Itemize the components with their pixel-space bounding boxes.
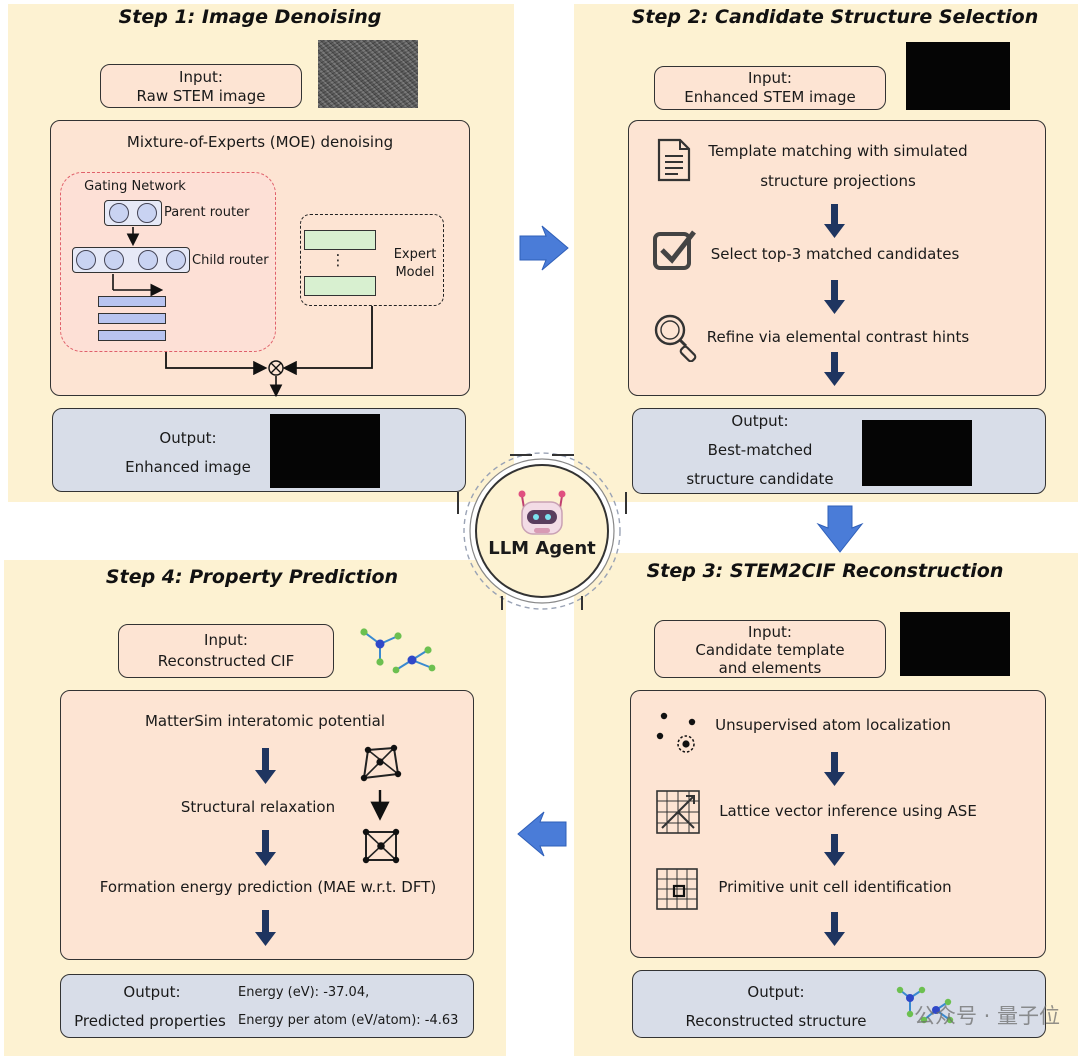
step4-item1: MatterSim interatomic potential <box>144 712 386 730</box>
atom-points-icon <box>656 712 696 753</box>
cif-molecule-icon <box>360 628 436 674</box>
step3-item3: Primitive unit cell identification <box>718 878 952 896</box>
gating-network-label: Gating Network <box>84 179 186 194</box>
raw-stem-image <box>318 40 418 108</box>
enhanced-stem-image <box>906 42 1010 110</box>
candidate-template-image <box>900 612 1010 676</box>
step4-input-box: Input: Reconstructed CIF <box>118 624 334 678</box>
router-node <box>109 203 129 223</box>
expert-model-box <box>300 214 444 306</box>
step4-energy: Energy (eV): -37.04, <box>238 985 370 1000</box>
router-node <box>166 250 186 270</box>
molecule-icon <box>896 986 954 1024</box>
step1-input-value: Raw STEM image <box>136 87 266 105</box>
step4-input-value: Reconstructed CIF <box>157 652 295 670</box>
robot-icon <box>518 490 566 535</box>
step2-item3: Refine via elemental contrast hints <box>706 328 970 346</box>
step3-input-line2: and elements <box>718 659 822 677</box>
expert-block <box>304 230 376 250</box>
step2-process-box <box>628 120 1046 396</box>
step3-output-label: Output: <box>747 983 805 1001</box>
step3-input-label: Input: <box>748 623 792 641</box>
step3-input-box: Input: Candidate template and elements <box>654 620 886 678</box>
router-node <box>104 250 124 270</box>
step3-title: Step 3: STEM2CIF Reconstruction <box>646 560 1004 582</box>
step3-item2: Lattice vector inference using ASE <box>719 802 977 820</box>
step2-output-box <box>632 408 1046 494</box>
step2-title: Step 2: Candidate Structure Selection <box>631 6 1039 28</box>
step2-item2: Select top-3 matched candidates <box>710 245 960 263</box>
step3-item1: Unsupervised atom localization <box>715 716 951 734</box>
document-icon <box>657 138 691 182</box>
step4-item3: Formation energy prediction (MAE w.r.t. … <box>99 878 437 896</box>
flow-arrow-right <box>519 225 569 271</box>
gating-output-bar <box>98 313 166 324</box>
step1-output-box <box>52 408 466 492</box>
best-candidate-image <box>862 420 972 486</box>
watermark: 公众号 · 量子位 <box>913 1004 1060 1028</box>
gating-to-combine-line <box>165 352 268 376</box>
expert-to-combine-line <box>282 306 373 376</box>
step3-output-value: Reconstructed structure <box>685 1012 867 1030</box>
relaxed-structure-icon <box>362 828 400 864</box>
step2-output-label: Output: <box>731 412 789 430</box>
step4-output-label: Output: <box>123 983 181 1001</box>
router-node <box>76 250 96 270</box>
step2-output-line1: Best-matched <box>707 441 813 459</box>
step3-output-box <box>632 970 1046 1038</box>
step2-input-value: Enhanced STEM image <box>684 88 856 106</box>
expert-model-label: Expert Model <box>393 247 437 280</box>
step4-item2: Structural relaxation <box>180 798 336 816</box>
step2-output-line2: structure candidate <box>686 470 834 488</box>
step1-output-value: Enhanced image <box>125 458 251 476</box>
router-node <box>137 203 157 223</box>
step4-input-label: Input: <box>204 631 248 649</box>
checkbox-icon <box>653 230 696 270</box>
router-node <box>138 250 158 270</box>
child-router-label: Child router <box>192 253 269 268</box>
step2-input-label: Input: <box>748 69 792 87</box>
gating-output-bar <box>98 296 166 307</box>
step1-title: Step 1: Image Denoising <box>118 6 382 28</box>
step3-input-line1: Candidate template <box>695 641 845 659</box>
expert-block <box>304 276 376 296</box>
moe-title: Mixture-of-Experts (MOE) denoising <box>126 133 394 151</box>
step4-output-value: Predicted properties <box>74 1012 226 1030</box>
step4-energy-per-atom: Energy per atom (eV/atom): -4.63 <box>238 1013 459 1028</box>
step2-item1: Template matching with simulated structu… <box>708 142 968 190</box>
step1-input-label: Input: <box>179 68 223 86</box>
magnifier-icon <box>654 314 697 362</box>
step4-title: Step 4: Property Prediction <box>105 566 399 588</box>
flow-arrow-down <box>816 505 864 553</box>
enhanced-image <box>270 414 380 488</box>
lattice-vector-icon <box>656 790 700 834</box>
step1-output-label: Output: <box>159 429 217 447</box>
agent-label: LLM Agent <box>488 538 596 559</box>
flow-arrow-left <box>517 811 567 857</box>
step2-input-box: Input: Enhanced STEM image <box>654 66 886 110</box>
gating-output-bar <box>98 330 166 341</box>
unit-cell-grid-icon <box>656 868 698 910</box>
expert-dots: ⋮ <box>330 251 346 269</box>
step4-output-box <box>60 974 474 1038</box>
unrelaxed-structure-icon <box>360 744 402 782</box>
step1-input-box: Input: Raw STEM image <box>100 64 302 108</box>
parent-router-label: Parent router <box>164 205 250 220</box>
